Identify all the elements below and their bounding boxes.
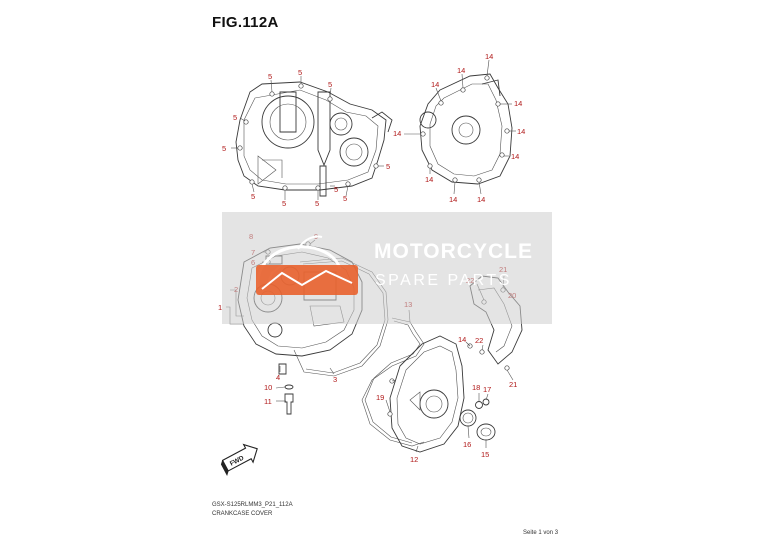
clutch-cover-upper[interactable] [235, 81, 393, 197]
callout-17: 17 [483, 385, 491, 394]
callout-5: 5 [298, 68, 302, 77]
callout-5: 5 [386, 162, 390, 171]
drain-plug[interactable] [284, 393, 294, 415]
watermark-title: MOTORCYCLE [374, 240, 533, 263]
callout-14: 14 [458, 335, 466, 344]
magneto-cover-upper[interactable] [419, 73, 513, 185]
callout-5: 5 [328, 80, 332, 89]
oil-seal[interactable] [459, 409, 477, 427]
magneto-cover-lower[interactable] [389, 335, 465, 453]
callout-18: 18 [472, 383, 480, 392]
callout-14: 14 [477, 195, 485, 204]
watermark-subtitle: SPARE PARTS [375, 272, 512, 289]
callout-14: 14 [457, 66, 465, 75]
small-o-ring[interactable] [475, 401, 483, 409]
callout-5: 5 [233, 113, 237, 122]
forward-direction-arrow: FWD [220, 443, 258, 477]
callout-3: 3 [333, 375, 337, 384]
figure-title: FIG.112A [212, 14, 279, 31]
callout-5: 5 [343, 194, 347, 203]
watermark-logo [256, 235, 358, 295]
callout-10: 10 [264, 383, 272, 392]
callout-14: 14 [425, 175, 433, 184]
o-ring[interactable] [284, 384, 294, 390]
callout-14: 14 [449, 195, 457, 204]
callout-16: 16 [463, 440, 471, 449]
callout-5: 5 [251, 192, 255, 201]
callout-19: 19 [376, 393, 384, 402]
dowel-pin[interactable] [278, 363, 287, 375]
figure-code: GSX-S125RLMM3_P21_112A [212, 502, 293, 508]
callout-14: 14 [511, 152, 519, 161]
callout-5: 5 [222, 144, 226, 153]
magneto-cover-gasket[interactable] [361, 317, 425, 447]
callout-14: 14 [517, 127, 525, 136]
callout-15: 15 [481, 450, 489, 459]
callout-14: 14 [485, 52, 493, 61]
callout-14: 14 [514, 99, 522, 108]
callout-5: 5 [315, 199, 319, 208]
plug-cap[interactable] [476, 423, 496, 441]
page-indicator: Seite 1 von 3 [523, 530, 559, 536]
callout-12: 12 [410, 455, 418, 464]
callout-5: 5 [334, 185, 338, 194]
callout-22: 22 [475, 336, 483, 345]
callout-11: 11 [264, 397, 272, 406]
figure-caption: CRANKCASE COVER [212, 511, 273, 517]
callout-1: 1 [218, 303, 222, 312]
plug-bolt[interactable] [482, 398, 490, 406]
callout-14: 14 [393, 129, 401, 138]
callout-5: 5 [282, 199, 286, 208]
callout-21: 21 [509, 380, 517, 389]
callout-4: 4 [276, 373, 280, 382]
callout-14: 14 [431, 80, 439, 89]
callout-5: 5 [268, 72, 272, 81]
